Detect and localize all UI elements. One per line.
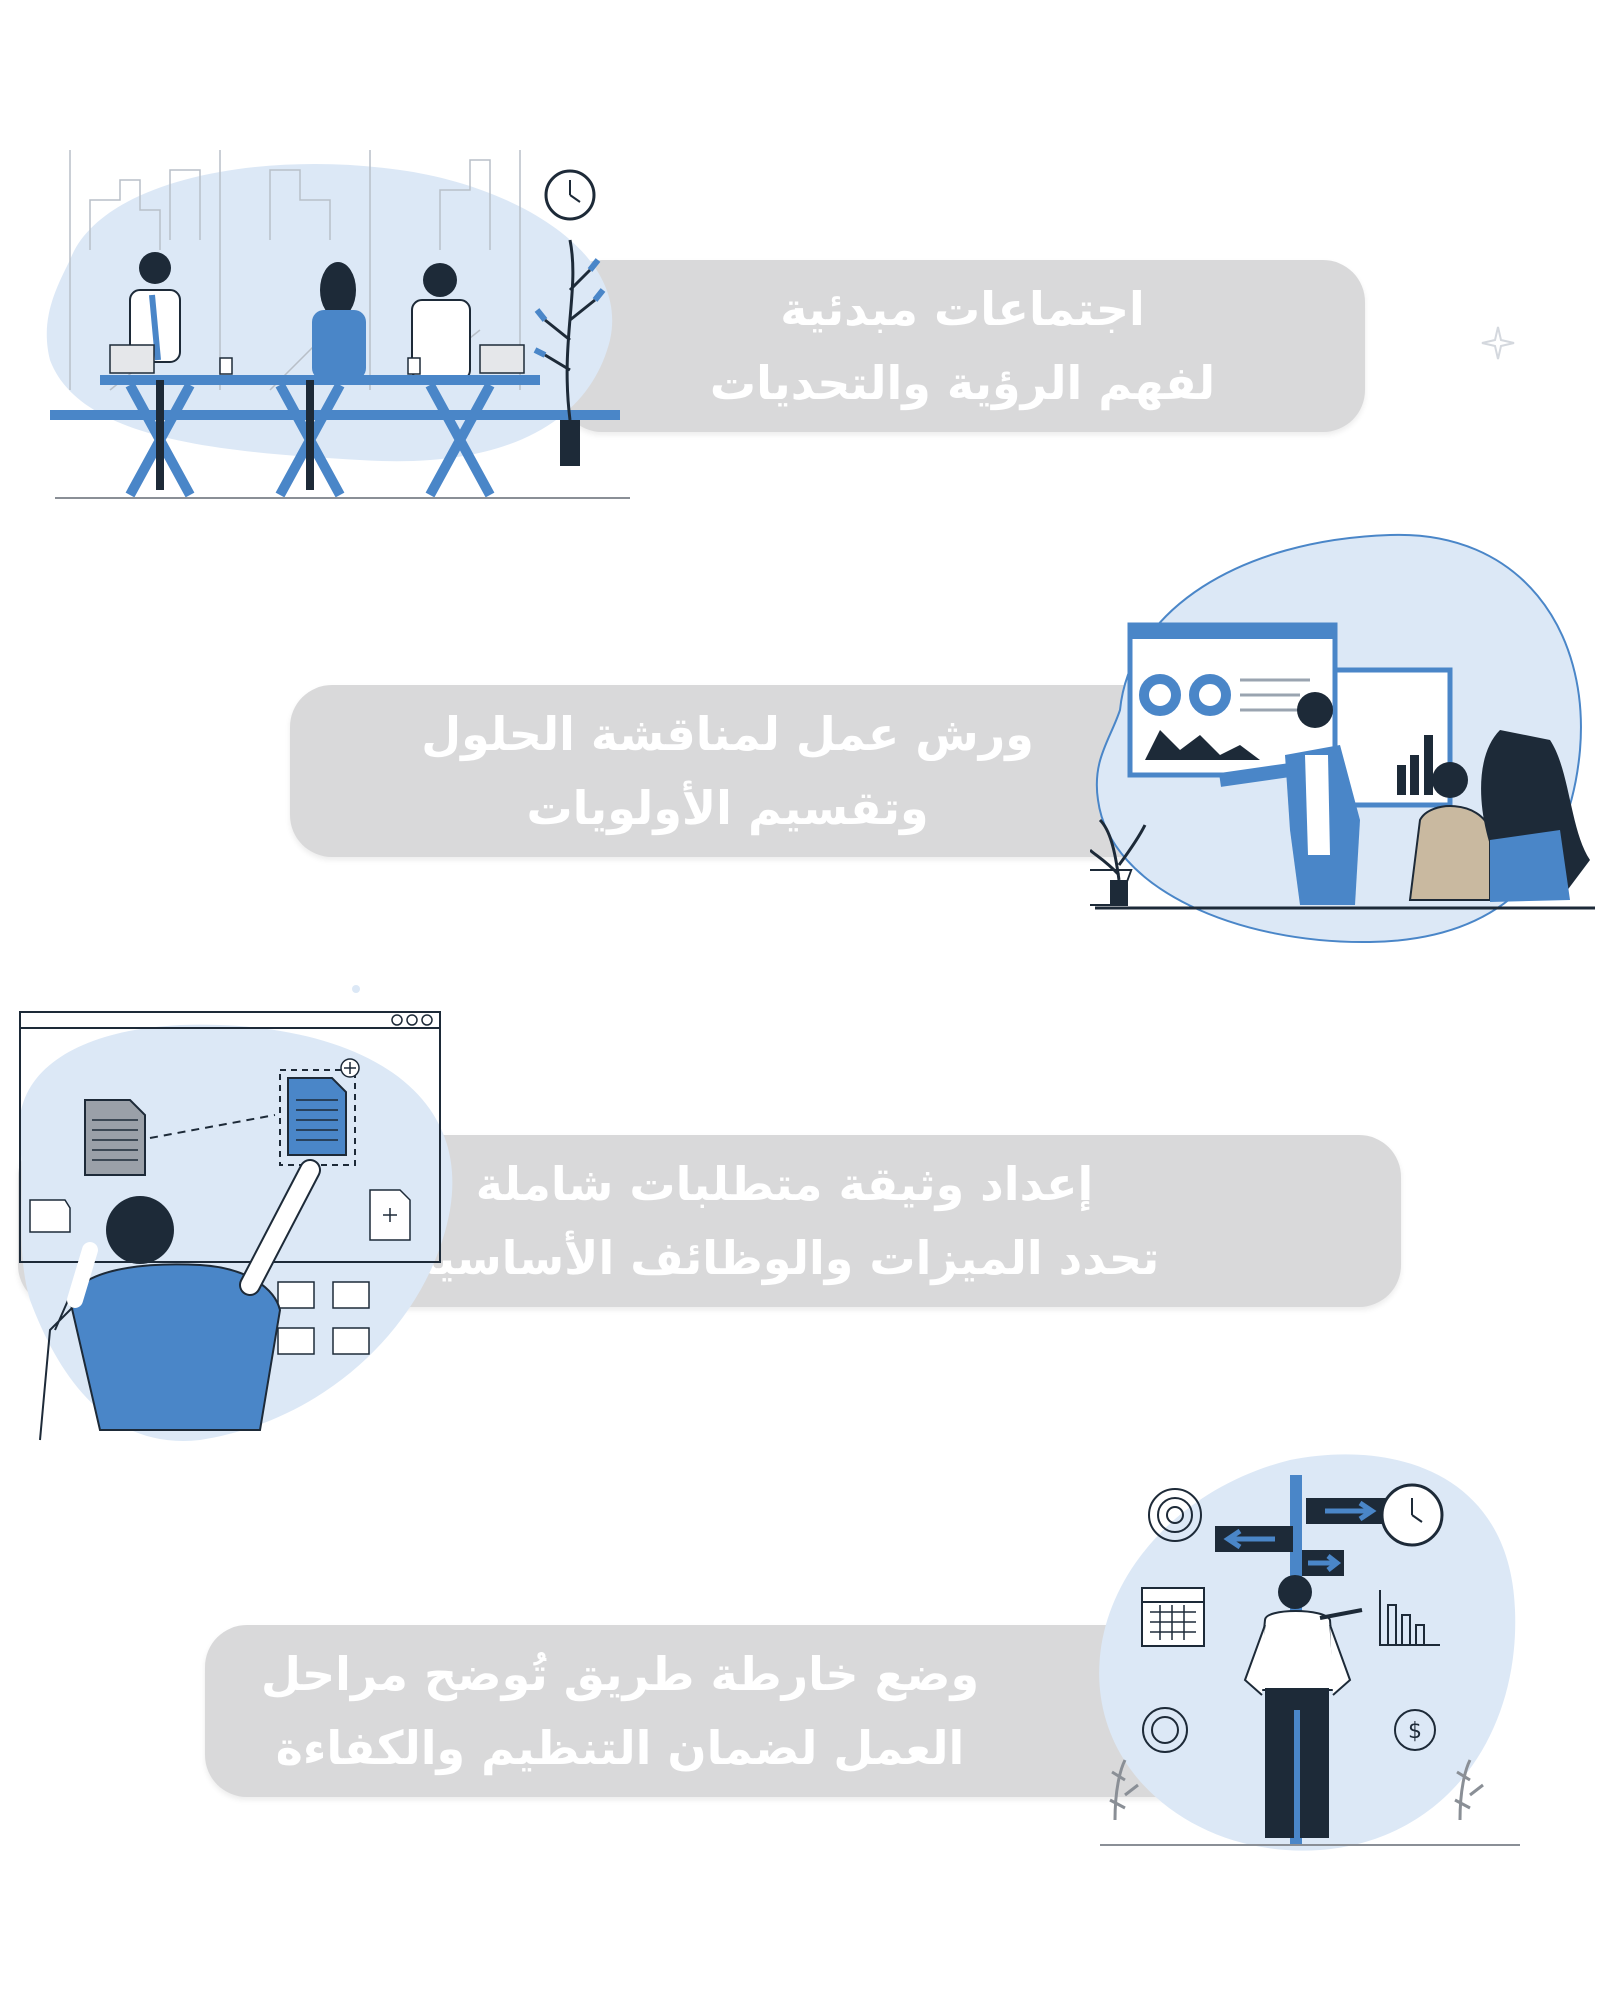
step-1-card: اجتماعات مبدئية لفهم الرؤية والتحديات bbox=[560, 260, 1365, 432]
step-1-line-1: اجتماعات مبدئية bbox=[780, 282, 1145, 336]
sparkle-icon bbox=[1480, 325, 1516, 361]
step-2-card: ورش عمل لمناقشة الحلول وتقسيم الأولويات bbox=[290, 685, 1165, 857]
step-4-line-2: العمل لضمان التنظيم والكفاءة bbox=[275, 1721, 965, 1775]
step-4-line-1: وضع خارطة طريق تُوضح مراحل bbox=[260, 1647, 980, 1701]
roadmap-signpost-illustration: $ bbox=[1090, 1440, 1530, 1860]
step-3-line-2: تحدد الميزات والوظائف الأساسية bbox=[409, 1231, 1160, 1285]
step-2-line-2: وتقسيم الأولويات bbox=[526, 781, 929, 835]
step-4-card: وضع خارطة طريق تُوضح مراحل العمل لضمان ا… bbox=[205, 1625, 1215, 1797]
svg-text:$: $ bbox=[1408, 1719, 1422, 1744]
dot-decoration bbox=[352, 985, 360, 993]
step-3-line-1: إعداد وثيقة متطلبات شاملة bbox=[475, 1157, 1094, 1211]
meeting-illustration bbox=[40, 140, 640, 510]
step-2-line-1: ورش عمل لمناقشة الحلول bbox=[421, 707, 1034, 761]
step-1-line-2: لفهم الرؤية والتحديات bbox=[709, 356, 1216, 410]
workshop-presentation-illustration bbox=[1090, 530, 1600, 950]
requirements-document-illustration bbox=[0, 1000, 460, 1450]
